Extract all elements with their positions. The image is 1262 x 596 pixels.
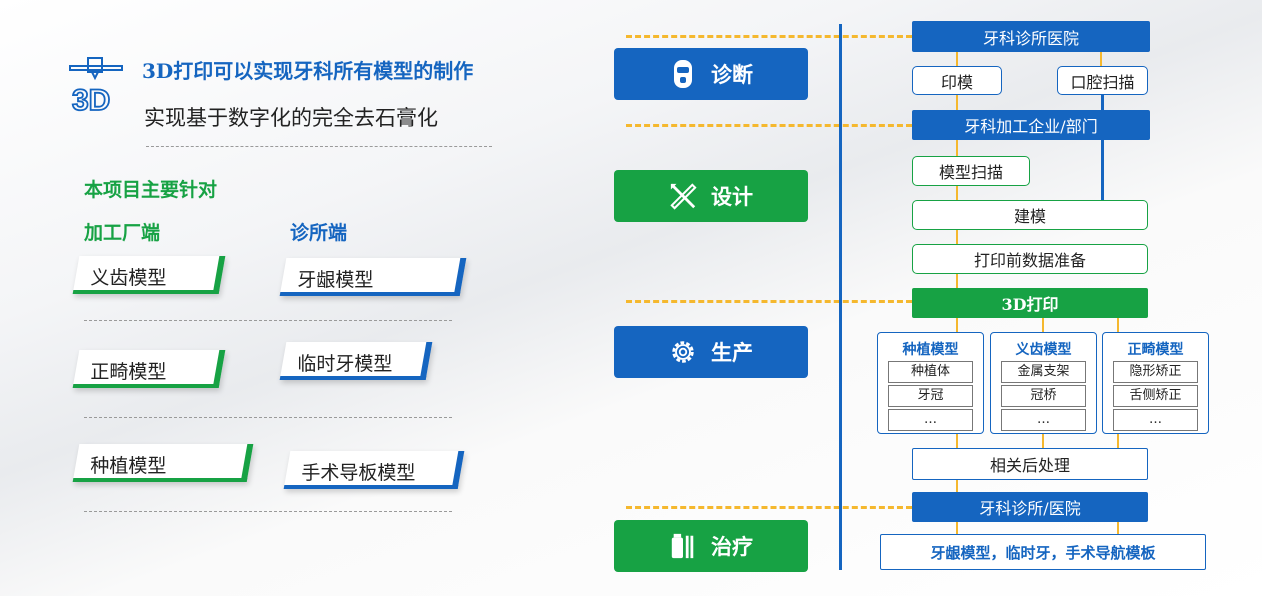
target-card-lab-3: 种植模型 (72, 444, 254, 482)
connector (1100, 50, 1102, 68)
scanner-icon (669, 60, 697, 88)
category-item: 冠桥 (1001, 385, 1086, 407)
stage-production: 生产 (614, 326, 808, 378)
category-item: 牙冠 (888, 385, 973, 407)
bypass-line (1101, 94, 1104, 110)
lab-column-heading: 加工厂端 (84, 222, 161, 244)
targets-heading: 本项目主要针对 (84, 179, 218, 201)
stage-guide-line (626, 124, 912, 127)
category-item: … (1113, 409, 1198, 431)
category-implant: 种植模型 种植体 牙冠 … (877, 332, 984, 434)
connector (956, 94, 958, 110)
category-item: 舌侧矫正 (1113, 385, 1198, 407)
flow-3d-print: 3D打印 (912, 288, 1148, 318)
connector (956, 480, 958, 492)
flow-modeling: 建模 (912, 200, 1148, 230)
target-card-lab-1: 义齿模型 (72, 256, 226, 294)
flow-print-prep: 打印前数据准备 (912, 244, 1148, 274)
flow-intraoral-scan: 口腔扫描 (1057, 66, 1148, 95)
connector (956, 184, 958, 200)
category-item: 种植体 (888, 361, 973, 383)
3d-printer-icon: 3D (66, 52, 126, 118)
stage-guide-line (626, 35, 912, 38)
row-divider (84, 320, 452, 321)
connector (1117, 316, 1119, 332)
target-card-clinic-3: 手术导板模型 (283, 451, 465, 489)
flow-impression: 印模 (912, 66, 1002, 95)
connector (1117, 522, 1119, 534)
connector (1042, 434, 1044, 448)
connector (1117, 434, 1119, 448)
connector (956, 522, 958, 534)
category-item: 隐形矫正 (1113, 361, 1198, 383)
stage-diagnosis: 诊断 (614, 48, 808, 100)
target-card-lab-2: 正畸模型 (72, 350, 226, 388)
connector (956, 228, 958, 244)
category-orthodontic: 正畸模型 隐形矫正 舌侧矫正 … (1102, 332, 1209, 434)
clinic-column-heading: 诊所端 (290, 222, 348, 244)
row-divider (84, 511, 452, 512)
bypass-line (1101, 138, 1104, 200)
connector (956, 50, 958, 68)
gear-icon (669, 338, 697, 366)
row-divider (84, 417, 452, 418)
stage-design: 设计 (614, 170, 808, 222)
flow-post-processing: 相关后处理 (912, 448, 1148, 480)
stage-guide-line (626, 506, 912, 509)
flow-clinic-bottom: 牙科诊所/医院 (912, 492, 1148, 522)
connector (1042, 316, 1044, 332)
headline: 3D打印可以实现牙科所有模型的制作 (142, 59, 474, 83)
target-card-clinic-2: 临时牙模型 (279, 342, 433, 380)
connector (956, 272, 958, 288)
timeline-separator (839, 24, 842, 570)
connector (956, 316, 958, 332)
stage-treatment: 治疗 (614, 520, 808, 572)
target-card-clinic-1: 牙龈模型 (279, 258, 467, 296)
bottle-icon (669, 532, 697, 560)
connector (956, 138, 958, 156)
flow-clinic-top: 牙科诊所医院 (912, 21, 1150, 52)
flow-output: 牙龈模型，临时牙，手术导航模板 (880, 534, 1206, 570)
category-item: … (888, 409, 973, 431)
category-denture: 义齿模型 金属支架 冠桥 … (990, 332, 1097, 434)
stage-guide-line (626, 300, 912, 303)
category-item: 金属支架 (1001, 361, 1086, 383)
flow-model-scan: 模型扫描 (912, 156, 1030, 186)
svg-text:3D: 3D (72, 84, 110, 117)
pencil-ruler-icon (669, 182, 697, 210)
category-item: … (1001, 409, 1086, 431)
connector (956, 434, 958, 448)
subheadline: 实现基于数字化的完全去石膏化 (144, 106, 438, 130)
divider (146, 146, 492, 147)
flow-lab: 牙科加工企业/部门 (912, 110, 1150, 140)
